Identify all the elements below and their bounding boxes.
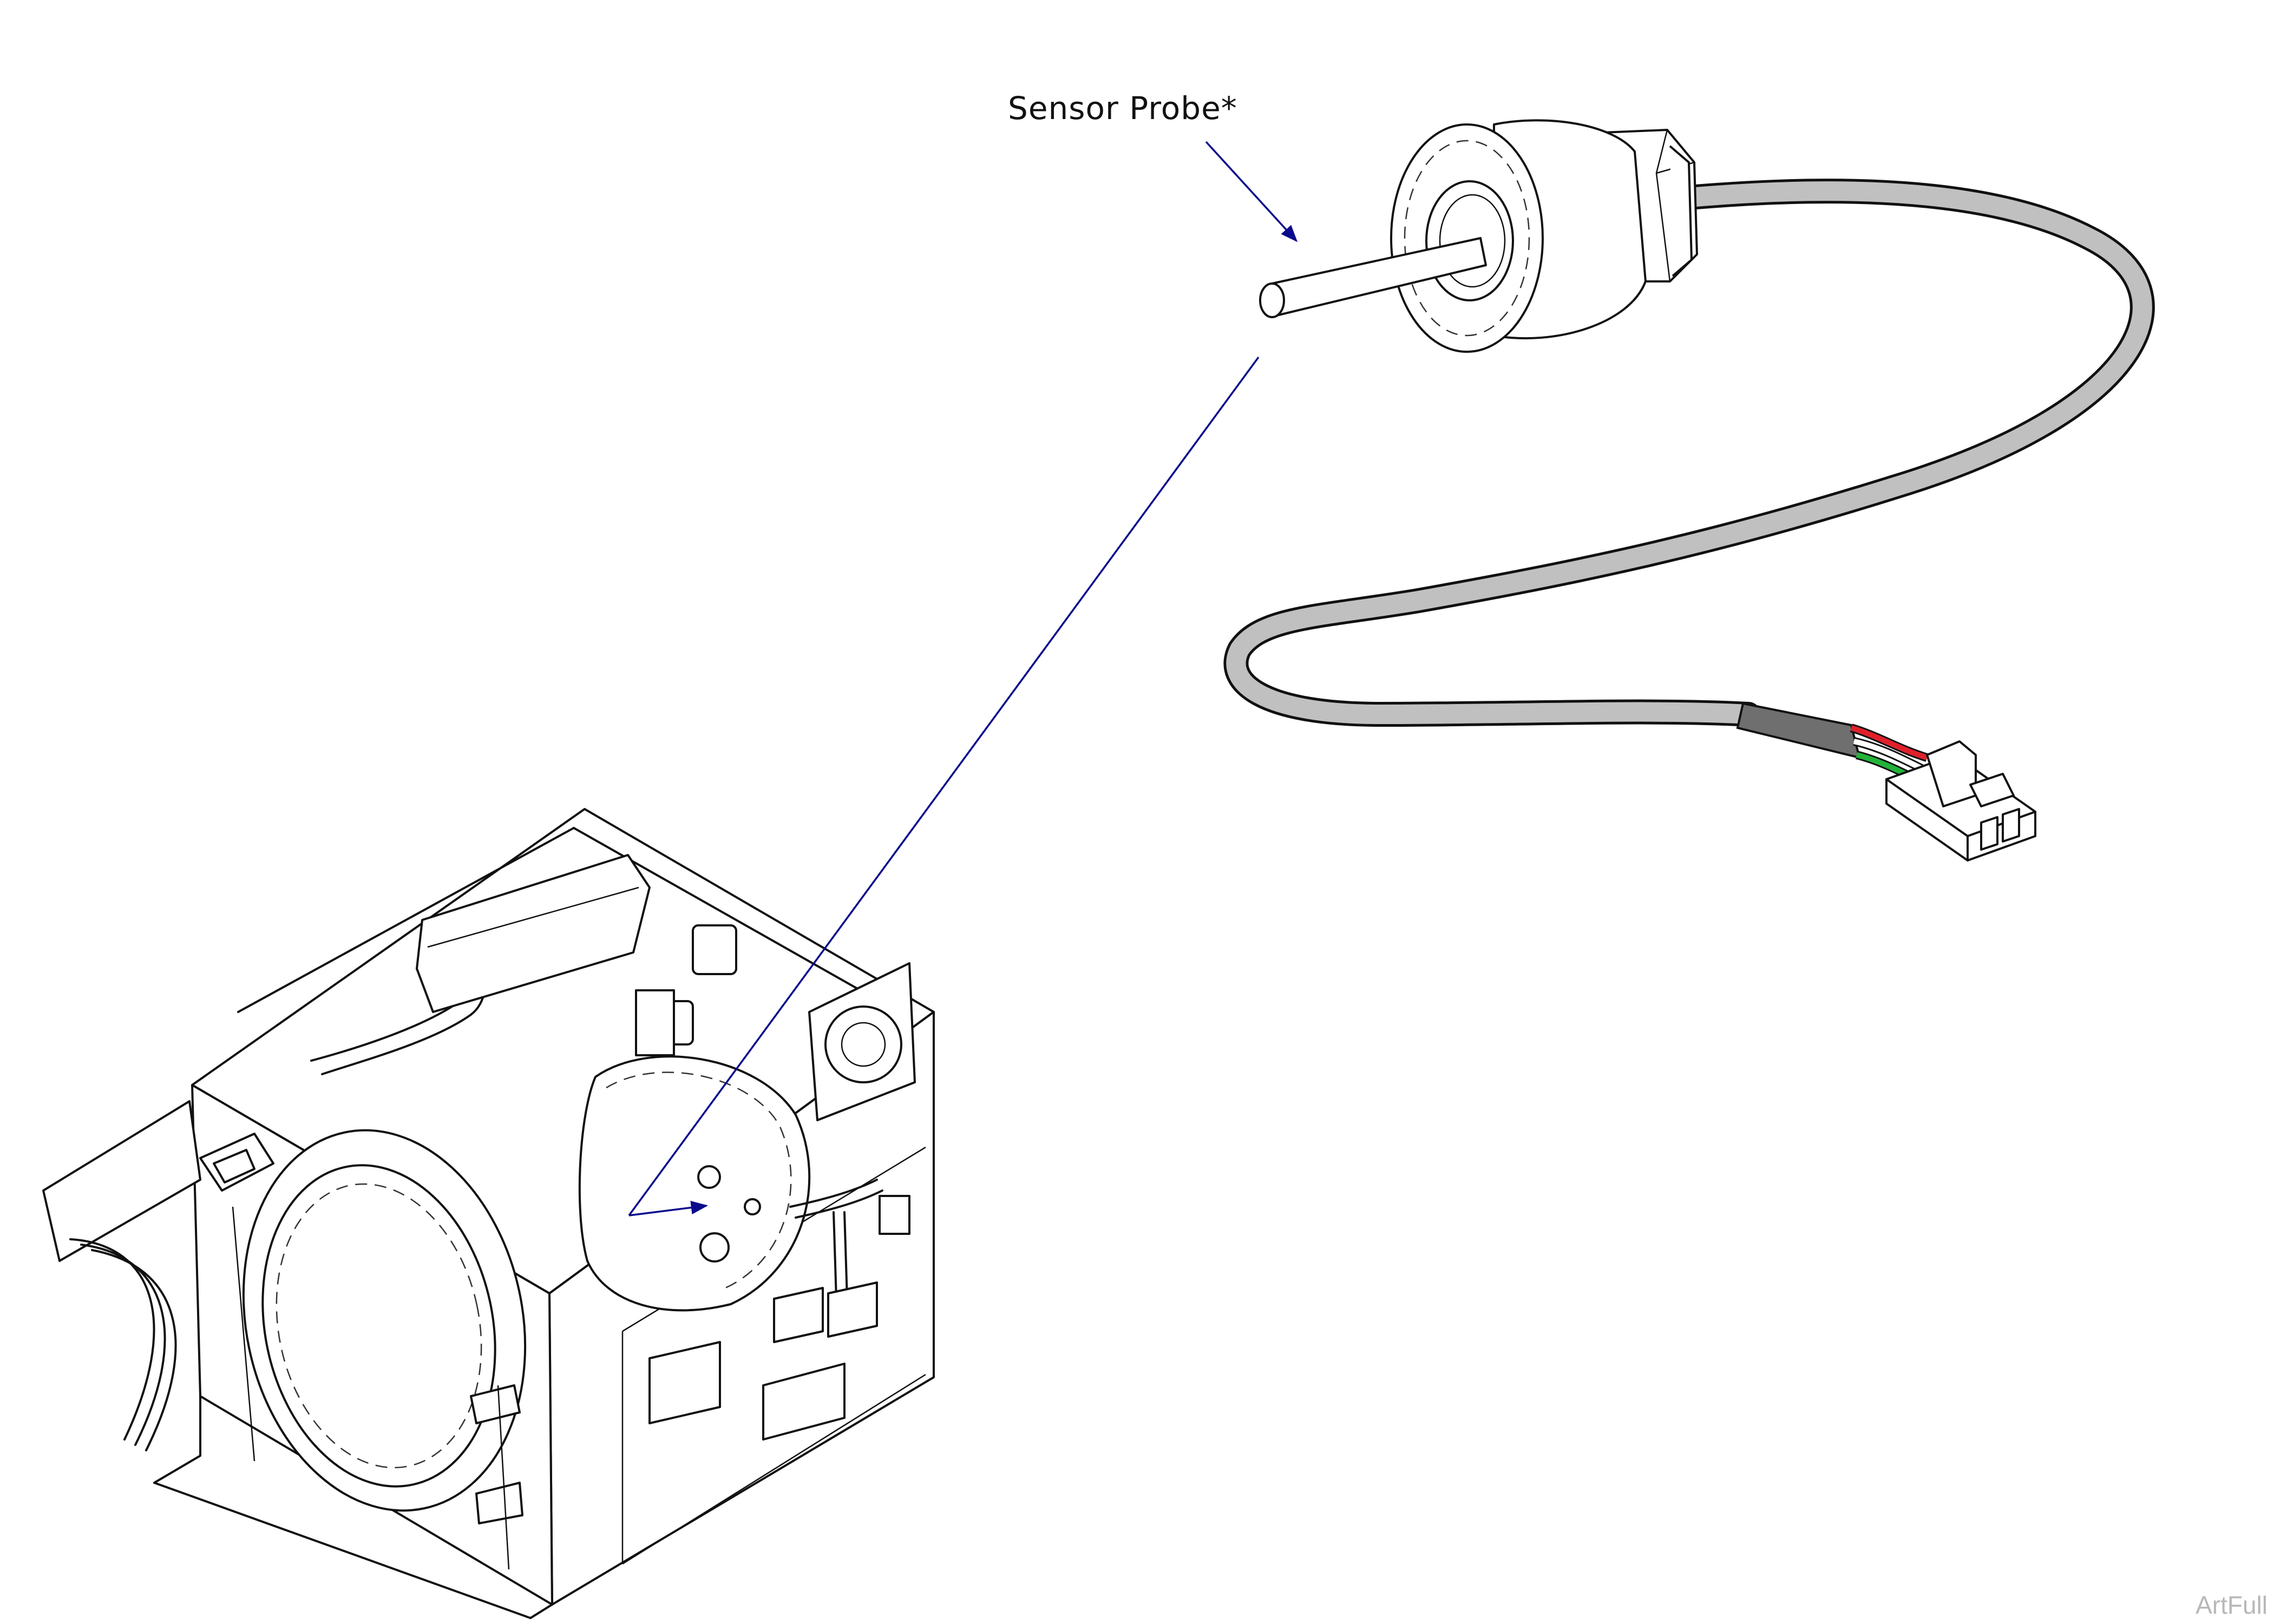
connector-wires [1850, 724, 1929, 784]
probe-location-arrow [628, 1201, 709, 1217]
watermark-text: ArtFull [2196, 1591, 2268, 1619]
solenoid-valves [635, 924, 910, 1441]
cooling-fan [808, 962, 916, 1121]
label-leader-line [1205, 141, 1298, 242]
cable-sleeve [1736, 702, 1861, 759]
sensor-cable [1223, 179, 2155, 727]
sterilizer-chassis [42, 808, 935, 1619]
probe-location-leader-line [628, 356, 1260, 1217]
sensor-body [1390, 119, 1647, 353]
callout-leaders [628, 141, 1298, 1217]
cable-connector [1885, 740, 2036, 862]
sensor-probe-assembly [1223, 119, 2155, 862]
sensor-probe-label: Sensor Probe* [1008, 90, 1237, 127]
probe-rod [1259, 237, 1487, 318]
